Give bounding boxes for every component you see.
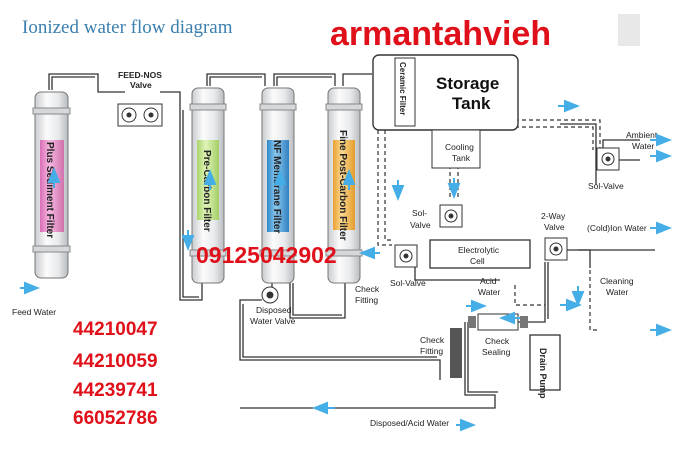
flow-arrows [20, 99, 672, 432]
check-fitting-mid-label: Check [355, 284, 380, 294]
phone-list: 44210047 44210059 44239741 66052786 [73, 319, 158, 429]
disposed-water-valve-word: Water Valve [250, 316, 296, 326]
ambient-label: Ambient [626, 130, 658, 140]
sediment-filter-label: Plus Sediment Filter [44, 142, 55, 238]
dashed-lines [377, 119, 601, 331]
check-fitting-mid-word: Fitting [355, 295, 378, 305]
nf-membrane-filter-label: NF Membrane Filter [271, 140, 282, 233]
check-fitting-low-word: Fitting [420, 346, 443, 356]
acid-label: Acid [480, 276, 497, 286]
pre-carbon-filter: Pre-Carbon Filter [189, 87, 227, 284]
cooling-tank-word: Tank [452, 153, 471, 163]
diagram-title: Ionized water flow diagram [22, 17, 233, 38]
storage-label: Storage [436, 74, 499, 93]
sol-valve-right-label: Sol-Valve [588, 181, 624, 191]
sediment-filter: Plus Sediment Filter [32, 91, 71, 279]
mobile-number: 09125042902 [196, 242, 337, 268]
cleaning-label: Cleaning [600, 276, 634, 286]
drain-pump: Drain Pump [529, 334, 561, 399]
phone-4: 66052786 [73, 408, 158, 429]
two-way-label: 2-Way [541, 211, 566, 221]
electrolytic-cell: Electrolytic Cell [429, 239, 531, 269]
drain-pump-label: Drain Pump [538, 348, 548, 399]
pipes [48, 73, 655, 409]
nf-membrane-filter: NF Membrane Filter [259, 87, 297, 284]
two-way-valve-word: Valve [544, 222, 565, 232]
pre-carbon-filter-label: Pre-Carbon Filter [201, 150, 212, 232]
tank-label: Tank [452, 94, 491, 113]
post-carbon-filter: Fine Post-Carbon Filter [325, 87, 363, 284]
electrolytic-label: Electrolytic [458, 245, 500, 255]
labels: Feed Water Ambient Water Sol-Valve Sol- … [12, 130, 658, 428]
feed-nos-valve-word: Valve [130, 80, 152, 90]
cold-ion-water-label: (Cold)Ion Water [587, 223, 647, 233]
disposed-acid-water-label: Disposed/Acid Water [370, 418, 449, 428]
check-fitting-low-label: Check [420, 335, 445, 345]
brand-shadow [618, 14, 640, 46]
disposed-label: Disposed [256, 305, 292, 315]
sol-valve-top-label: Sol- [412, 208, 427, 218]
cooling-tank: Cooling Tank [431, 129, 481, 169]
sol-valve-top-word: Valve [410, 220, 431, 230]
post-carbon-filter-label: Fine Post-Carbon Filter [337, 130, 348, 241]
check-sealing-label: Check [485, 336, 510, 346]
feed-nos-label: FEED-NOS [118, 70, 162, 80]
cooling-label: Cooling [445, 142, 474, 152]
check-sealing-word: Sealing [482, 347, 511, 357]
phone-3: 44239741 [73, 380, 158, 401]
cell-label: Cell [470, 256, 485, 266]
sol-valve-left-label: Sol-Valve [390, 278, 426, 288]
feed-water-label: Feed Water [12, 307, 56, 317]
feed-nos-valve: FEED-NOS Valve [117, 70, 163, 127]
valves [261, 147, 620, 304]
phone-1: 44210047 [73, 319, 158, 340]
acid-water-word: Water [478, 287, 501, 297]
ambient-water-word: Water [632, 141, 655, 151]
phone-2: 44210059 [73, 351, 158, 372]
brand-watermark: armantahvieh [330, 15, 551, 53]
ceramic-filter-label: Ceramic Filter [398, 62, 407, 115]
cleaning-water-word: Water [606, 287, 629, 297]
check-fitting-low [450, 328, 462, 378]
storage-tank: Ceramic Filter Storage Tank [372, 54, 519, 131]
